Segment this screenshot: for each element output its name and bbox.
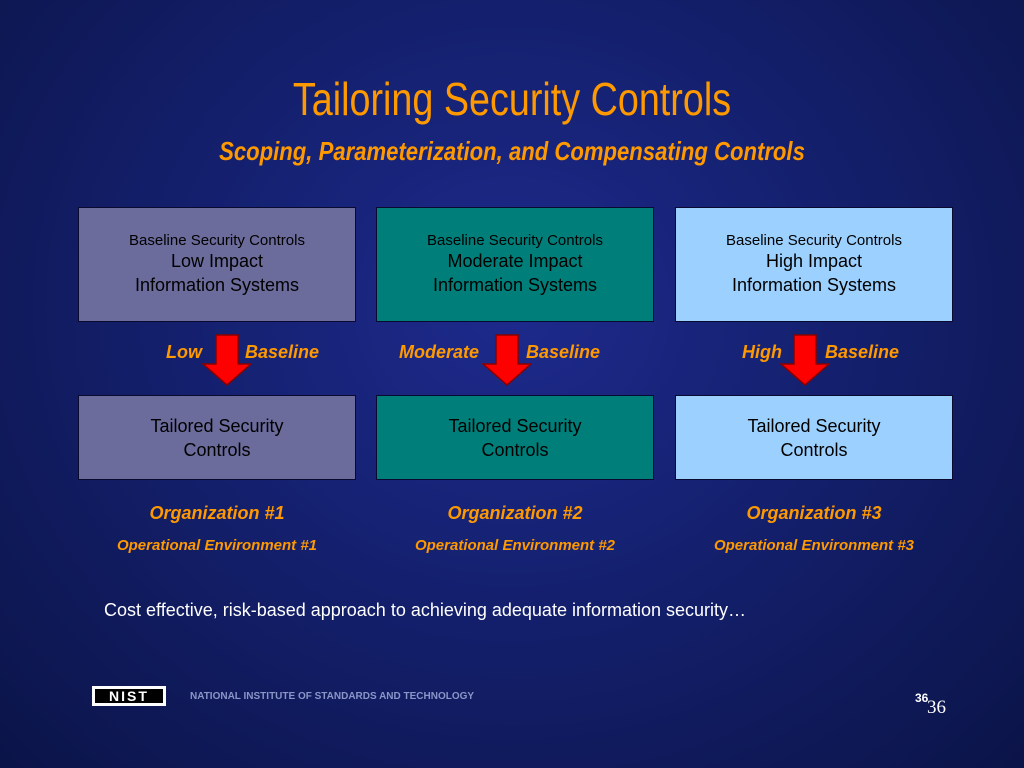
page-number-large: 36 (927, 697, 946, 718)
nist-logo-text: NIST (109, 688, 149, 704)
arrow-label-right: Baseline (526, 342, 601, 362)
tailored-label-line2: Controls (183, 439, 251, 460)
organization-label: Organization #2 (447, 503, 583, 523)
slide-subtitle: Scoping, Parameterization, and Compensat… (219, 136, 805, 166)
nist-logo-icon: NIST (92, 686, 166, 706)
impact-level-label: High Impact (765, 251, 863, 271)
summary-note: Cost effective, risk-based approach to a… (104, 600, 747, 620)
baseline-box-low: Baseline Security Controls Low Impact In… (78, 207, 356, 322)
impact-level-label: Moderate Impact (447, 251, 583, 271)
tailored-box-2: Tailored Security Controls (376, 395, 654, 480)
baseline-box-moderate: Baseline Security Controls Moderate Impa… (376, 207, 654, 322)
tailored-label-line2: Controls (780, 439, 848, 460)
impact-level-label: Low Impact (170, 251, 264, 271)
organization-label: Organization #1 (149, 503, 285, 523)
baseline-box-heading: Baseline Security Controls (427, 232, 603, 249)
tailored-label-line2: Controls (481, 439, 549, 460)
down-arrow-icon (482, 334, 532, 386)
tailored-label-line1: Tailored Security (150, 415, 284, 436)
tailored-box-3: Tailored Security Controls (675, 395, 953, 480)
environment-label: Operational Environment #3 (713, 537, 915, 554)
environment-label: Operational Environment #1 (116, 537, 318, 554)
baseline-box-heading: Baseline Security Controls (726, 232, 902, 249)
arrow-label-left: Moderate (399, 342, 480, 362)
information-systems-label: Information Systems (134, 275, 300, 295)
arrow-label-left: Low (166, 342, 202, 362)
down-arrow-icon (202, 334, 252, 386)
baseline-box-high: Baseline Security Controls High Impact I… (675, 207, 953, 322)
page-number-small: 36 (915, 691, 929, 705)
arrow-label-right: Baseline (825, 342, 900, 362)
organization-label: Organization #3 (746, 503, 882, 523)
tailored-label-line1: Tailored Security (448, 415, 582, 436)
down-arrow-icon (780, 334, 830, 386)
information-systems-label: Information Systems (731, 275, 897, 295)
slide-title: Tailoring Security Controls (292, 73, 732, 125)
arrow-label-right: Baseline (245, 342, 320, 362)
information-systems-label: Information Systems (432, 275, 598, 295)
environment-label: Operational Environment #2 (414, 537, 616, 554)
tailored-label-line1: Tailored Security (747, 415, 881, 436)
baseline-box-heading: Baseline Security Controls (129, 232, 305, 249)
arrow-label-left: High (742, 342, 782, 362)
tailored-box-1: Tailored Security Controls (78, 395, 356, 480)
institute-name: NATIONAL INSTITUTE OF STANDARDS AND TECH… (190, 691, 475, 702)
